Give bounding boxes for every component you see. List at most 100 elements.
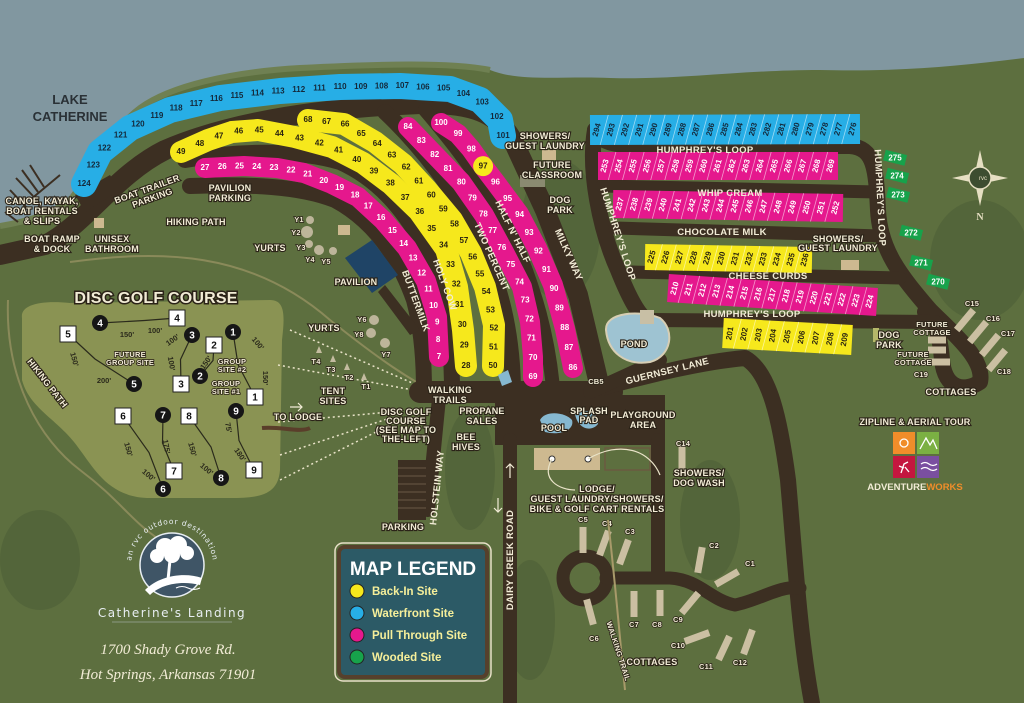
site-number[interactable]: 81 [444, 164, 453, 173]
site-number[interactable]: 8 [436, 335, 441, 344]
site-number[interactable]: 292 [619, 122, 631, 138]
site-number[interactable]: 100 [434, 118, 448, 127]
site-number[interactable]: 102 [490, 112, 504, 121]
site-number[interactable]: 30 [458, 320, 467, 329]
site-number[interactable]: 293 [605, 122, 617, 138]
site-number[interactable]: 111 [313, 83, 326, 92]
site-number[interactable]: 266 [782, 158, 794, 174]
site-number[interactable]: 33 [446, 260, 455, 269]
site-number[interactable]: 70 [529, 353, 538, 362]
site-number[interactable]: 227 [673, 249, 685, 265]
site-number[interactable]: 202 [739, 326, 750, 341]
site-number[interactable]: 34 [439, 241, 448, 250]
site-number[interactable]: 63 [387, 150, 396, 159]
site-number[interactable]: 42 [315, 139, 324, 148]
site-wooded[interactable] [899, 224, 924, 241]
site-number[interactable]: 110 [334, 82, 347, 91]
site-number[interactable]: 9 [435, 318, 440, 327]
site-number[interactable]: 275 [888, 154, 902, 163]
site-wooded[interactable] [885, 167, 910, 184]
site-number[interactable]: 245 [729, 198, 741, 214]
site-number[interactable]: 72 [525, 314, 534, 323]
site-number[interactable]: 287 [690, 121, 702, 137]
site-number[interactable]: 267 [796, 158, 808, 174]
site-number[interactable]: 218 [780, 288, 792, 304]
site-number[interactable]: 103 [476, 97, 490, 106]
site-number[interactable]: 233 [757, 251, 769, 267]
site-number[interactable]: 262 [726, 158, 738, 174]
site-number[interactable]: 74 [515, 277, 524, 286]
site-number[interactable]: 97 [479, 161, 488, 170]
site-number[interactable]: 99 [454, 129, 463, 138]
site-number[interactable]: 94 [515, 210, 524, 219]
site-number[interactable]: 220 [808, 290, 820, 306]
site-number[interactable]: 211 [683, 281, 695, 296]
site-number[interactable]: 46 [234, 127, 243, 136]
site-number[interactable]: 124 [77, 179, 91, 188]
site-number[interactable]: 279 [804, 121, 816, 137]
site-number[interactable]: 276 [846, 121, 858, 137]
site-number[interactable]: 208 [825, 331, 836, 346]
site-number[interactable]: 31 [455, 300, 464, 309]
site-number[interactable]: 277 [832, 121, 844, 137]
site-number[interactable]: 104 [457, 89, 471, 98]
site-number[interactable]: 228 [687, 250, 699, 266]
site-number[interactable]: 67 [322, 117, 331, 126]
site-number[interactable]: 217 [766, 287, 778, 303]
site-number[interactable]: 36 [415, 207, 424, 216]
site-number[interactable]: 118 [170, 104, 183, 113]
site-number[interactable]: 222 [836, 291, 848, 307]
site-number[interactable]: 26 [218, 162, 227, 171]
site-number[interactable]: 264 [754, 158, 766, 174]
site-number[interactable]: 77 [488, 226, 497, 235]
site-number[interactable]: 291 [633, 122, 645, 138]
site-number[interactable]: 284 [733, 121, 745, 137]
site-number[interactable]: 289 [662, 121, 674, 137]
site-number[interactable]: 62 [402, 163, 411, 172]
site-number[interactable]: 252 [829, 200, 841, 216]
site-number[interactable]: 283 [747, 121, 759, 137]
site-number[interactable]: 215 [738, 285, 750, 301]
site-number[interactable]: 61 [414, 176, 423, 185]
site-number[interactable]: 255 [627, 158, 639, 174]
site-number[interactable]: 37 [401, 193, 410, 202]
site-number[interactable]: 68 [304, 115, 313, 124]
site-number[interactable]: 47 [214, 131, 223, 140]
site-number[interactable]: 28 [462, 361, 471, 370]
site-number[interactable]: 280 [790, 121, 802, 137]
site-number[interactable]: 254 [613, 158, 625, 174]
site-number[interactable]: 101 [496, 131, 510, 140]
site-number[interactable]: 117 [190, 99, 203, 108]
site-number[interactable]: 260 [697, 158, 709, 174]
site-number[interactable]: 248 [772, 199, 784, 215]
site-number[interactable]: 83 [417, 136, 426, 145]
site-number[interactable]: 14 [399, 239, 408, 248]
site-number[interactable]: 38 [386, 179, 395, 188]
site-number[interactable]: 231 [729, 250, 741, 266]
site-number[interactable]: 241 [671, 197, 683, 213]
site-number[interactable]: 235 [785, 251, 797, 267]
site-number[interactable]: 39 [369, 166, 378, 175]
site-number[interactable]: 96 [491, 177, 500, 186]
site-number[interactable]: 288 [676, 121, 688, 137]
site-number[interactable]: 41 [334, 146, 343, 155]
adventureworks-logo[interactable]: ADVENTUREWORKS [867, 432, 963, 493]
site-number[interactable]: 29 [460, 341, 469, 350]
site-number[interactable]: 24 [252, 162, 261, 171]
site-number[interactable]: 258 [669, 158, 681, 174]
site-number[interactable]: 247 [757, 198, 769, 214]
site-number[interactable]: 32 [452, 280, 461, 289]
site-number[interactable]: 12 [417, 269, 426, 278]
site-number[interactable]: 112 [292, 85, 305, 94]
site-number[interactable]: 123 [87, 161, 101, 170]
site-number[interactable]: 54 [482, 287, 491, 296]
site-number[interactable]: 225 [646, 249, 658, 265]
site-number[interactable]: 10 [429, 301, 438, 310]
site-number[interactable]: 44 [275, 129, 284, 138]
site-number[interactable]: 69 [529, 372, 538, 381]
site-number[interactable]: 89 [555, 304, 564, 313]
site-number[interactable]: 80 [457, 178, 466, 187]
site-number[interactable]: 11 [424, 284, 433, 293]
site-number[interactable]: 55 [475, 270, 484, 279]
site-number[interactable]: 259 [683, 158, 695, 174]
